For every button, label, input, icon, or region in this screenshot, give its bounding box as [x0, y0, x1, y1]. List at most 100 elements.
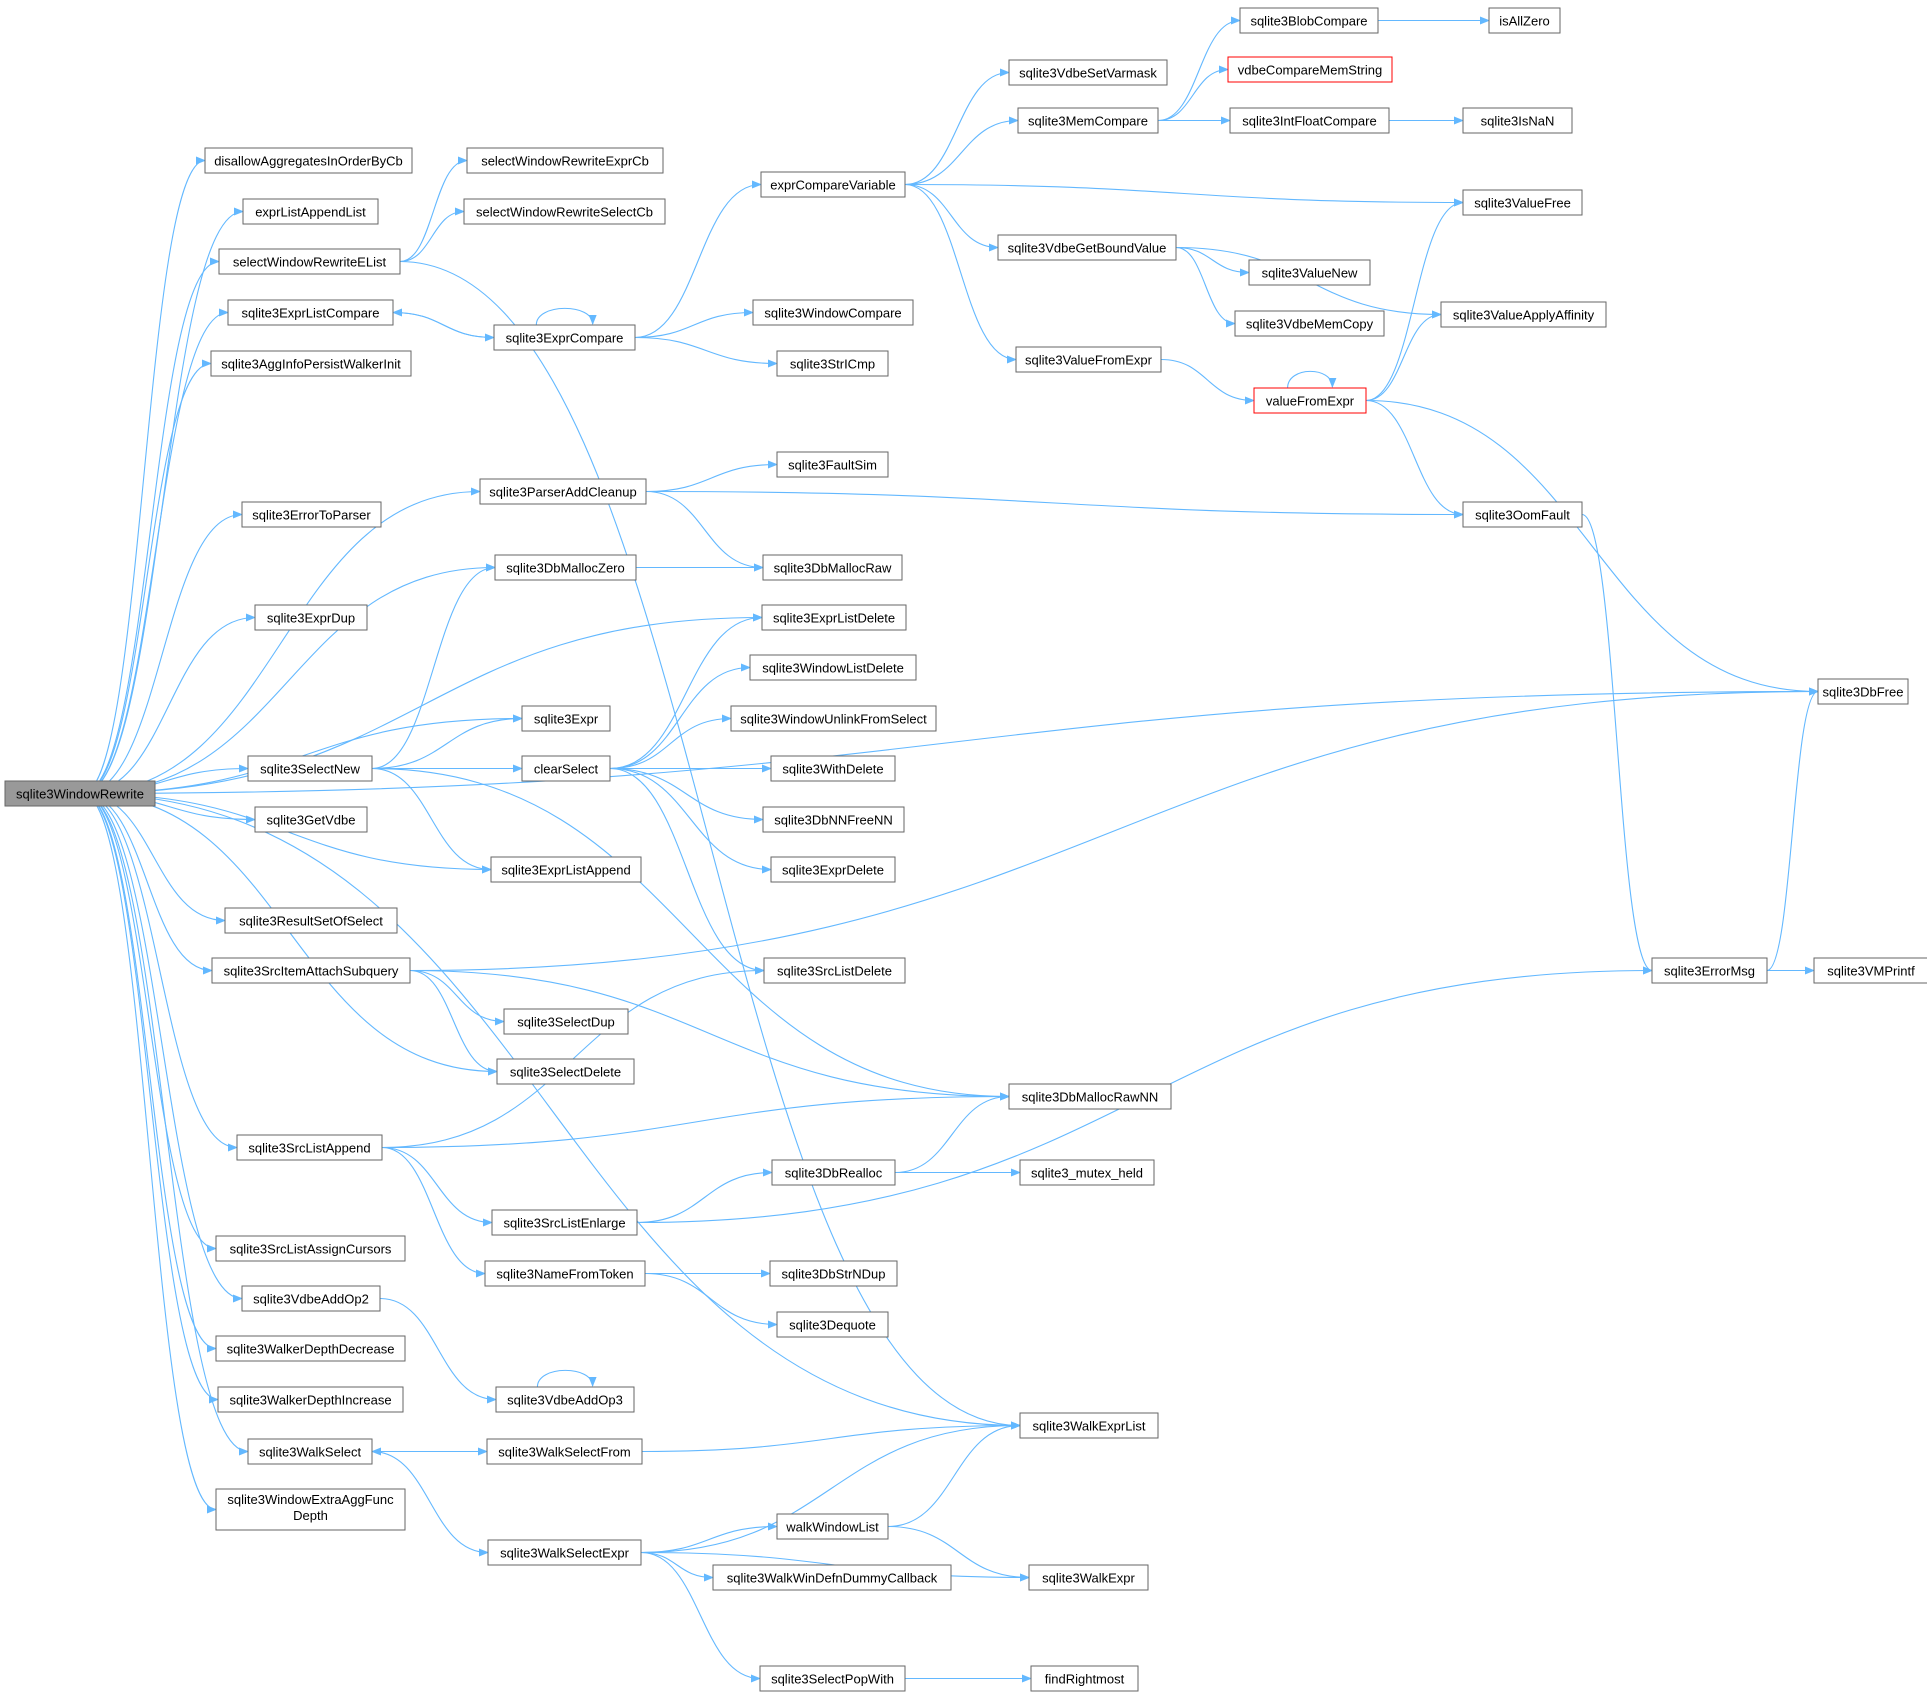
node-selectWindowRewriteSelectCb[interactable]: selectWindowRewriteSelectCb: [463, 198, 666, 225]
node-sqlite3SrcItemAttachSubquery[interactable]: sqlite3SrcItemAttachSubquery: [211, 957, 411, 984]
node-sqlite3ExprListAppend[interactable]: sqlite3ExprListAppend: [490, 856, 642, 883]
node-sqlite3ResultSetOfSelect[interactable]: sqlite3ResultSetOfSelect: [224, 907, 398, 934]
node-box: [1253, 387, 1367, 414]
node-sqlite3WindowCompare[interactable]: sqlite3WindowCompare: [752, 299, 914, 326]
node-sqlite3ExprDup[interactable]: sqlite3ExprDup: [254, 604, 368, 631]
node-sqlite3IsNaN[interactable]: sqlite3IsNaN: [1462, 107, 1573, 134]
node-label: sqlite3ValueFree: [1474, 196, 1571, 211]
node-sqlite3ExprCompare[interactable]: sqlite3ExprCompare: [493, 324, 636, 351]
node-sqlite3WithDelete[interactable]: sqlite3WithDelete: [770, 755, 896, 782]
node-sqlite3NameFromToken[interactable]: sqlite3NameFromToken: [484, 1260, 646, 1287]
node-sqlite3Dequote[interactable]: sqlite3Dequote: [776, 1311, 889, 1338]
node-exprCompareVariable[interactable]: exprCompareVariable: [760, 171, 906, 198]
node-label: sqlite3ErrorToParser: [252, 508, 371, 523]
node-sqlite3ExprListCompare[interactable]: sqlite3ExprListCompare: [227, 299, 394, 326]
node-clearSelect[interactable]: clearSelect: [521, 755, 611, 782]
edge-root-to-selectWindowRewriteEList: [82, 257, 220, 795]
node-sqlite3VMPrintf[interactable]: sqlite3VMPrintf: [1813, 957, 1927, 984]
node-sqlite3WalkSelect[interactable]: sqlite3WalkSelect: [247, 1438, 373, 1465]
node-sqlite3WalkExprList[interactable]: sqlite3WalkExprList: [1019, 1412, 1159, 1439]
edge-clearSelect-to-sqlite3ExprDelete: [609, 767, 772, 874]
node-findRightmost[interactable]: findRightmost: [1030, 1665, 1139, 1692]
node-box: [1248, 259, 1371, 286]
node-sqlite3ValueFromExpr[interactable]: sqlite3ValueFromExpr: [1015, 346, 1162, 373]
node-sqlite3BlobCompare[interactable]: sqlite3BlobCompare: [1239, 7, 1379, 34]
node-sqlite3SelectNew[interactable]: sqlite3SelectNew: [247, 755, 373, 782]
node-sqlite3Expr[interactable]: sqlite3Expr: [521, 705, 611, 732]
node-exprListAppendList[interactable]: exprListAppendList: [242, 198, 379, 225]
node-sqlite3VdbeAddOp3[interactable]: sqlite3VdbeAddOp3: [495, 1386, 635, 1413]
node-vdbeCompareMemString[interactable]: vdbeCompareMemString: [1227, 56, 1393, 83]
node-sqlite3ParserAddCleanup[interactable]: sqlite3ParserAddCleanup: [479, 478, 647, 505]
node-sqlite3DbStrNDup[interactable]: sqlite3DbStrNDup: [769, 1260, 898, 1287]
node-sqlite3DbMallocRaw[interactable]: sqlite3DbMallocRaw: [762, 554, 903, 581]
node-sqlite3WalkWinDefnDummyCallback[interactable]: sqlite3WalkWinDefnDummyCallback: [712, 1564, 952, 1591]
node-sqlite3DbMallocRawNN[interactable]: sqlite3DbMallocRawNN: [1008, 1083, 1172, 1110]
edge-root-to-sqlite3SrcListAssignCursors: [82, 792, 217, 1253]
node-sqlite3SelectDup[interactable]: sqlite3SelectDup: [503, 1008, 629, 1035]
node-sqlite3MemCompare[interactable]: sqlite3MemCompare: [1017, 107, 1159, 134]
node-sqlite3FaultSim[interactable]: sqlite3FaultSim: [776, 451, 889, 478]
node-sqlite3SelectDelete[interactable]: sqlite3SelectDelete: [496, 1058, 635, 1085]
node-box: [4, 780, 156, 807]
node-sqlite3ValueApplyAffinity[interactable]: sqlite3ValueApplyAffinity: [1440, 301, 1607, 328]
node-sqlite3WalkSelectFrom[interactable]: sqlite3WalkSelectFrom: [486, 1438, 643, 1465]
node-sqlite3ErrorMsg[interactable]: sqlite3ErrorMsg: [1651, 957, 1768, 984]
node-sqlite3_mutex_held[interactable]: sqlite3_mutex_held: [1019, 1159, 1155, 1186]
node-sqlite3ValueNew[interactable]: sqlite3ValueNew: [1248, 259, 1371, 286]
edge-root-to-sqlite3WindowExtraAggFuncDepth: [82, 792, 217, 1514]
node-sqlite3ValueFree[interactable]: sqlite3ValueFree: [1462, 189, 1583, 216]
node-sqlite3AggInfoPersistWalkerInit[interactable]: sqlite3AggInfoPersistWalkerInit: [210, 350, 412, 377]
node-label: sqlite3ValueNew: [1262, 266, 1358, 281]
node-valueFromExpr[interactable]: valueFromExpr: [1253, 387, 1367, 414]
node-sqlite3ErrorToParser[interactable]: sqlite3ErrorToParser: [241, 501, 382, 528]
node-sqlite3VdbeGetBoundValue[interactable]: sqlite3VdbeGetBoundValue: [997, 234, 1177, 261]
node-selectWindowRewriteEList[interactable]: selectWindowRewriteEList: [218, 248, 401, 275]
node-sqlite3VdbeAddOp2[interactable]: sqlite3VdbeAddOp2: [241, 1285, 381, 1312]
node-sqlite3StrICmp[interactable]: sqlite3StrICmp: [776, 350, 889, 377]
node-label: isAllZero: [1499, 14, 1550, 29]
node-sqlite3DbMallocZero[interactable]: sqlite3DbMallocZero: [494, 554, 637, 581]
node-sqlite3OomFault[interactable]: sqlite3OomFault: [1462, 501, 1583, 528]
node-sqlite3SrcListAppend[interactable]: sqlite3SrcListAppend: [236, 1134, 383, 1161]
node-sqlite3VdbeMemCopy[interactable]: sqlite3VdbeMemCopy: [1234, 310, 1385, 337]
node-sqlite3SrcListAssignCursors[interactable]: sqlite3SrcListAssignCursors: [215, 1235, 406, 1262]
node-label: clearSelect: [534, 762, 599, 777]
node-box: [1440, 301, 1607, 328]
node-sqlite3ExprDelete[interactable]: sqlite3ExprDelete: [770, 856, 896, 883]
node-walkWindowList[interactable]: walkWindowList: [776, 1513, 889, 1540]
node-sqlite3WalkSelectExpr[interactable]: sqlite3WalkSelectExpr: [487, 1539, 642, 1566]
node-sqlite3IntFloatCompare[interactable]: sqlite3IntFloatCompare: [1229, 107, 1390, 134]
node-sqlite3WindowUnlinkFromSelect[interactable]: sqlite3WindowUnlinkFromSelect: [730, 705, 937, 732]
edge-sqlite3NameFromToken-to-sqlite3Dequote: [644, 1272, 778, 1329]
node-box: [215, 1235, 406, 1262]
edge-sqlite3ExprCompare-to-sqlite3StrICmp: [634, 336, 778, 368]
node-box: [1813, 957, 1927, 984]
node-sqlite3SelectPopWith[interactable]: sqlite3SelectPopWith: [759, 1665, 906, 1692]
node-label: sqlite3WalkWinDefnDummyCallback: [727, 1571, 938, 1586]
node-box: [484, 1260, 646, 1287]
node-sqlite3WindowListDelete[interactable]: sqlite3WindowListDelete: [749, 654, 917, 681]
node-sqlite3VdbeSetVarmask[interactable]: sqlite3VdbeSetVarmask: [1008, 59, 1168, 86]
node-box: [1817, 678, 1909, 705]
node-disallow[interactable]: disallowAggregatesInOrderByCb: [204, 147, 413, 174]
node-sqlite3SrcListEnlarge[interactable]: sqlite3SrcListEnlarge: [491, 1209, 638, 1236]
node-label: sqlite3GetVdbe: [267, 813, 356, 828]
node-sqlite3DbNNFreeNN[interactable]: sqlite3DbNNFreeNN: [762, 806, 905, 833]
node-sqlite3GetVdbe[interactable]: sqlite3GetVdbe: [254, 806, 368, 833]
node-sqlite3WalkerDepthDecrease[interactable]: sqlite3WalkerDepthDecrease: [215, 1335, 406, 1362]
node-box: [1008, 1083, 1172, 1110]
node-sqlite3DbRealloc[interactable]: sqlite3DbRealloc: [771, 1159, 896, 1186]
node-sqlite3SrcListDelete[interactable]: sqlite3SrcListDelete: [763, 957, 906, 984]
node-isAllZero[interactable]: isAllZero: [1488, 7, 1561, 34]
node-root[interactable]: sqlite3WindowRewrite: [4, 780, 156, 807]
edge-exprCompareVariable-to-sqlite3VdbeSetVarmask: [904, 68, 1010, 186]
node-sqlite3ExprListDelete[interactable]: sqlite3ExprListDelete: [761, 604, 907, 631]
node-selectWindowRewriteExprCb[interactable]: selectWindowRewriteExprCb: [466, 147, 664, 174]
node-sqlite3DbFree[interactable]: sqlite3DbFree: [1817, 678, 1909, 705]
node-box: [1462, 107, 1573, 134]
node-label: exprListAppendList: [255, 205, 366, 220]
node-sqlite3WalkerDepthIncrease[interactable]: sqlite3WalkerDepthIncrease: [217, 1386, 404, 1413]
node-sqlite3WalkExpr[interactable]: sqlite3WalkExpr: [1028, 1564, 1149, 1591]
